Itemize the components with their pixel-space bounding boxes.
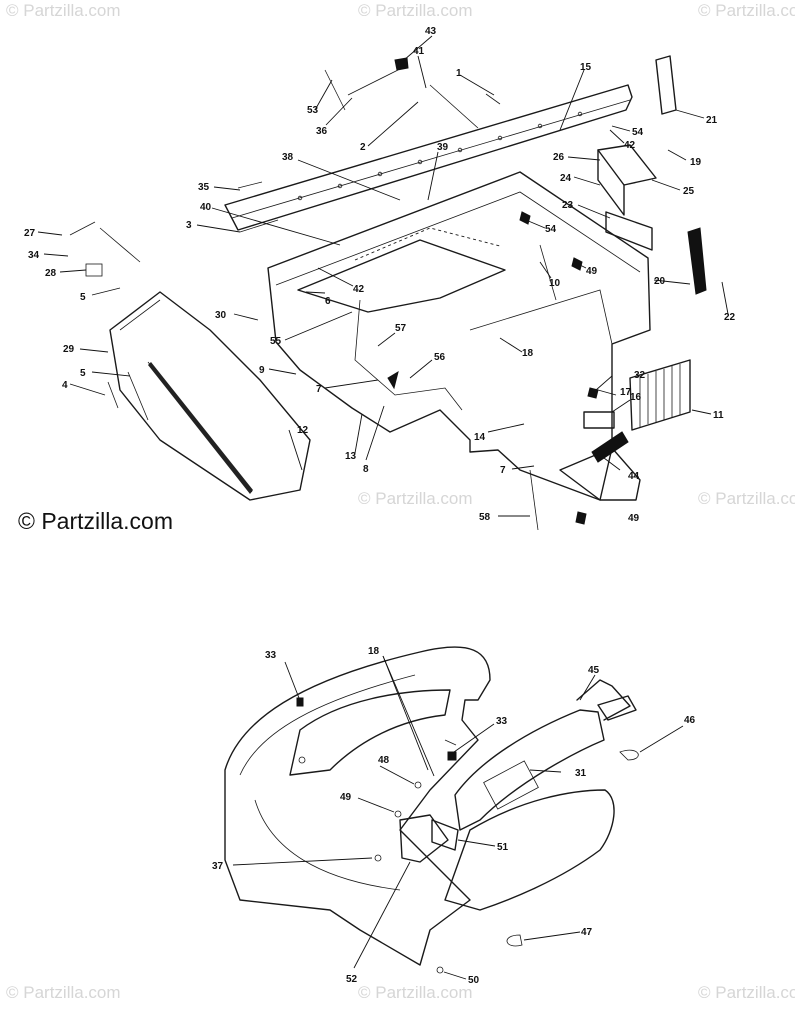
watermark: © Partzilla.com xyxy=(6,983,121,1002)
callout-1: 1 xyxy=(456,68,462,79)
watermark: © Partzilla.com xyxy=(358,489,473,508)
lower-leader-lines xyxy=(232,655,684,980)
callout-56: 56 xyxy=(434,352,446,363)
callout-55: 55 xyxy=(270,336,282,347)
callout-31: 31 xyxy=(575,768,587,779)
callout-33: 33 xyxy=(265,650,277,661)
lower-callouts: 18 31 33 33 37 45 46 47 48 49 50 51 52 xyxy=(212,646,696,986)
callout-46: 46 xyxy=(684,715,696,726)
callout-43: 43 xyxy=(425,26,437,37)
callout-54: 54 xyxy=(632,127,644,138)
callout-50: 50 xyxy=(468,975,480,986)
callout-13: 13 xyxy=(345,451,357,462)
callout-9: 9 xyxy=(259,365,265,376)
callout-40: 40 xyxy=(200,202,212,213)
watermark-layer: © Partzilla.com © Partzilla.com © Partzi… xyxy=(6,1,795,1002)
callout-42: 42 xyxy=(624,140,636,151)
callout-51: 51 xyxy=(497,842,509,853)
callout-32: 32 xyxy=(634,370,646,381)
callout-39: 39 xyxy=(437,142,449,153)
callout-37: 37 xyxy=(212,861,224,872)
callout-29: 29 xyxy=(63,344,75,355)
callout-3: 3 xyxy=(186,220,192,231)
upper-callouts: 1 2 3 4 5 5 6 7 7 8 9 10 11 12 13 14 15 … xyxy=(24,26,736,524)
callout-35: 35 xyxy=(198,182,210,193)
callout-15: 15 xyxy=(580,62,592,73)
callout-47: 47 xyxy=(581,927,593,938)
callout-26: 26 xyxy=(553,152,565,163)
lower-assembly-drawing xyxy=(224,646,639,974)
callout-36: 36 xyxy=(316,126,328,137)
callout-7: 7 xyxy=(500,465,506,476)
callout-28: 28 xyxy=(45,268,57,279)
callout-22: 22 xyxy=(724,312,736,323)
callout-38: 38 xyxy=(282,152,294,163)
callout-57: 57 xyxy=(395,323,407,334)
callout-19: 19 xyxy=(690,157,702,168)
callout-41: 41 xyxy=(413,46,425,57)
callout-6: 6 xyxy=(325,296,331,307)
callout-10: 10 xyxy=(549,278,561,289)
callout-18: 18 xyxy=(522,348,534,359)
callout-54: 54 xyxy=(545,224,557,235)
callout-34: 34 xyxy=(28,250,40,261)
callout-45: 45 xyxy=(588,665,600,676)
callout-24: 24 xyxy=(560,173,572,184)
callout-25: 25 xyxy=(683,186,695,197)
callout-53: 53 xyxy=(307,105,319,116)
callout-18: 18 xyxy=(368,646,380,657)
callout-5: 5 xyxy=(80,292,86,303)
callout-23: 23 xyxy=(562,200,574,211)
callout-49: 49 xyxy=(586,266,598,277)
watermark: © Partzilla.com xyxy=(698,983,795,1002)
callout-27: 27 xyxy=(24,228,36,239)
watermark: © Partzilla.com xyxy=(698,489,795,508)
callout-30: 30 xyxy=(215,310,227,321)
callout-5: 5 xyxy=(80,368,86,379)
callout-20: 20 xyxy=(654,276,666,287)
callout-8: 8 xyxy=(363,464,369,475)
callout-33: 33 xyxy=(496,716,508,727)
upper-leader-lines xyxy=(37,35,729,517)
callout-16: 16 xyxy=(630,392,642,403)
partzilla-brand-text: © Partzilla.com xyxy=(18,508,173,534)
watermark: © Partzilla.com xyxy=(6,1,121,20)
callout-12: 12 xyxy=(297,425,309,436)
callout-4: 4 xyxy=(62,380,68,391)
upper-assembly-drawing xyxy=(69,55,707,531)
callout-58: 58 xyxy=(479,512,491,523)
callout-52: 52 xyxy=(346,974,358,985)
callout-2: 2 xyxy=(360,142,366,153)
callout-48: 48 xyxy=(378,755,390,766)
callout-17: 17 xyxy=(620,387,632,398)
callout-49: 49 xyxy=(340,792,352,803)
callout-21: 21 xyxy=(706,115,718,126)
callout-7: 7 xyxy=(316,384,322,395)
callout-44: 44 xyxy=(628,471,640,482)
watermark: © Partzilla.com xyxy=(358,1,473,20)
callout-49: 49 xyxy=(628,513,640,524)
watermark: © Partzilla.com xyxy=(698,1,795,20)
watermark: © Partzilla.com xyxy=(358,983,473,1002)
callout-11: 11 xyxy=(713,410,724,421)
callout-14: 14 xyxy=(474,432,486,443)
callout-42: 42 xyxy=(353,284,365,295)
